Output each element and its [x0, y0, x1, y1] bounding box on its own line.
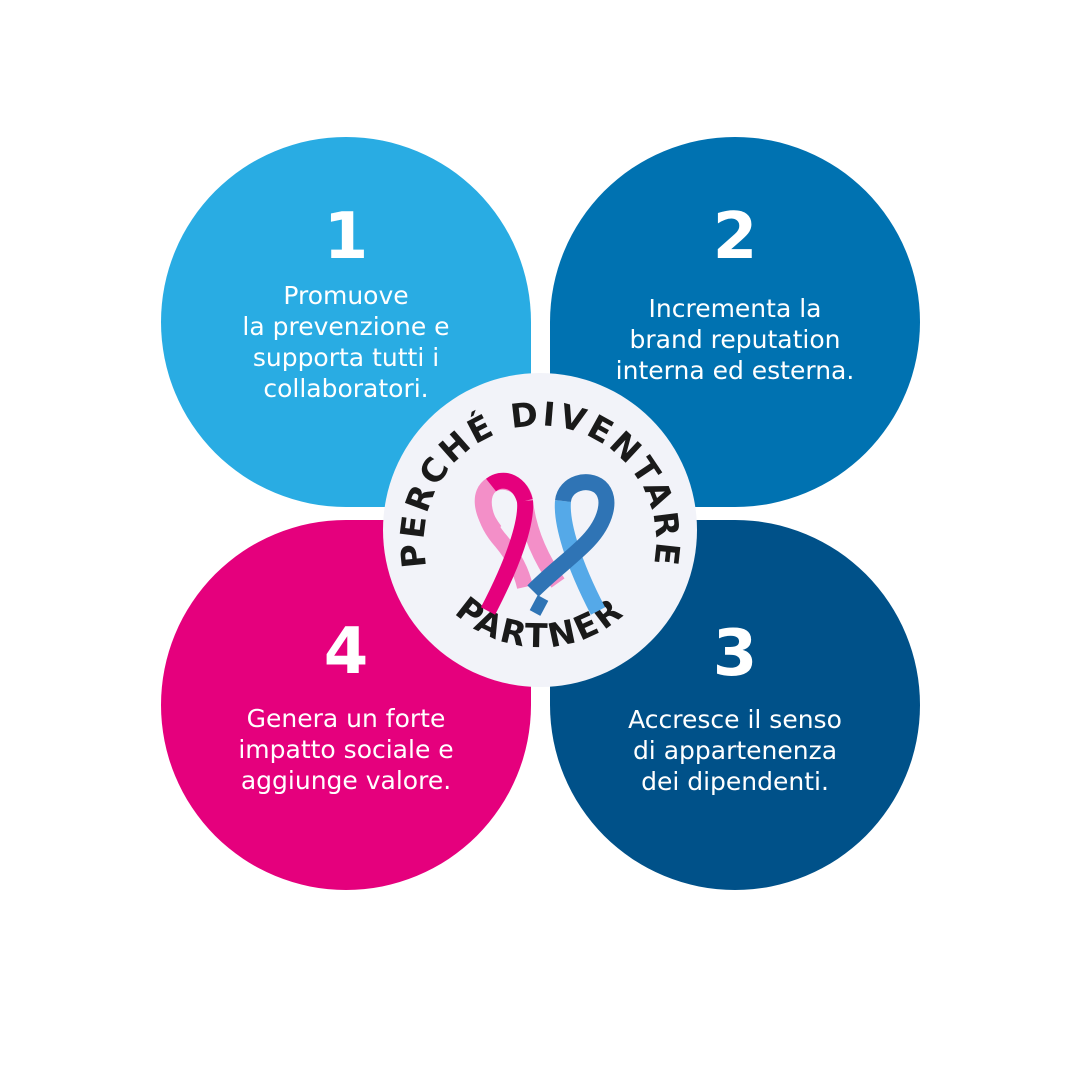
badge-graphic: PERCHÉ DIVENTARE PARTNER — [392, 394, 684, 656]
benefit-text: Genera un forte impatto sociale e aggiun… — [238, 704, 454, 795]
benefit-text: Promuove la prevenzione e supporta tutti… — [242, 281, 450, 403]
benefit-text: Incrementa la brand reputation interna e… — [615, 294, 855, 385]
blue-ribbon-icon — [527, 474, 615, 616]
benefit-number: 4 — [323, 615, 369, 689]
benefit-text: Accresce il senso di appartenenza dei di… — [628, 705, 842, 796]
pink-ribbon-icon — [474, 472, 565, 615]
benefit-number: 3 — [712, 617, 758, 691]
benefit-number: 1 — [323, 200, 369, 274]
benefit-number: 2 — [712, 200, 758, 274]
benefit-1: 1 Promuove la prevenzione e supporta tut… — [161, 137, 531, 507]
partner-badge: PERCHÉ DIVENTARE PARTNER — [383, 373, 697, 687]
